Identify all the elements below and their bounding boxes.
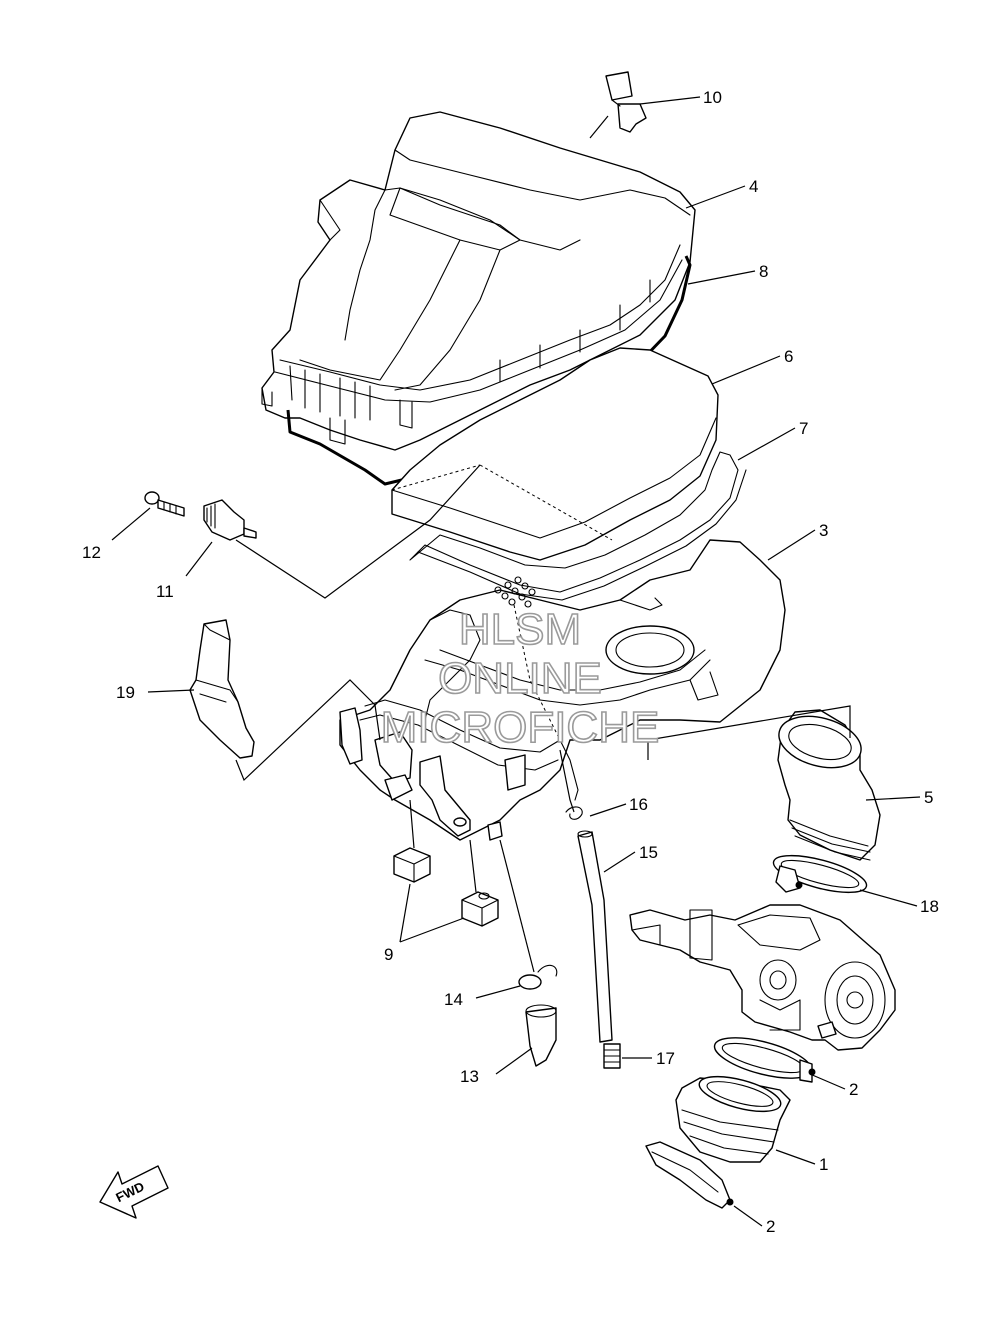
callout-16: 16 — [629, 795, 648, 814]
part-13-drain-cap — [525, 1004, 557, 1067]
callout-1: 1 — [819, 1155, 828, 1174]
part-18-hose-clamp — [772, 854, 868, 894]
part-5-air-cleaner-joint — [777, 709, 881, 861]
callout-13: 13 — [460, 1067, 479, 1086]
part-17-plug — [603, 1043, 621, 1069]
callout-2-upper: 2 — [849, 1080, 858, 1099]
callout-2-lower: 2 — [766, 1217, 775, 1236]
callout-17: 17 — [656, 1049, 675, 1068]
callout-4: 4 — [749, 177, 758, 196]
callout-18: 18 — [920, 897, 939, 916]
watermark-line-1: HLSM — [459, 605, 581, 654]
part-9-damper-upper — [393, 847, 431, 883]
watermark: HLSM ONLINE MICROFICHE — [380, 604, 660, 753]
part-16-hose-clip — [565, 806, 583, 820]
part-15-hose — [577, 830, 613, 1043]
callout-3: 3 — [819, 521, 828, 540]
part-2-upper-clamp — [713, 1037, 816, 1083]
callout-12: 12 — [82, 543, 101, 562]
callout-11: 11 — [156, 582, 174, 601]
part-1-carburetor-joint — [675, 1075, 791, 1163]
part-9-damper-lower — [461, 891, 499, 927]
part-12-screw — [144, 491, 185, 517]
throttle-body — [629, 904, 896, 1051]
callout-6: 6 — [784, 347, 793, 366]
part-19-bracket — [189, 619, 255, 759]
part-4-air-filter-cover — [261, 111, 696, 451]
part-7-joint — [409, 451, 747, 601]
callout-leaders — [111, 96, 921, 1227]
callout-5: 5 — [924, 788, 933, 807]
watermark-line-3: MICROFICHE — [381, 703, 660, 752]
callout-8: 8 — [759, 262, 768, 281]
callout-15: 15 — [639, 843, 658, 862]
callout-labels: 10 4 8 6 7 3 5 18 2 1 2 16 15 17 12 11 1… — [82, 88, 939, 1236]
callout-9: 9 — [384, 945, 393, 964]
assembly-lines — [235, 464, 851, 973]
part-3-air-filter-case — [339, 539, 786, 841]
watermark-line-2: ONLINE — [438, 654, 602, 703]
callout-7: 7 — [799, 419, 808, 438]
callout-19: 19 — [116, 683, 135, 702]
part-2-lower-clamp — [645, 1141, 734, 1209]
part-10-sticker — [605, 71, 647, 133]
forward-arrow-icon: FWD — [99, 1165, 169, 1219]
callout-14: 14 — [444, 990, 463, 1009]
part-14-cap — [518, 964, 558, 990]
callout-10: 10 — [703, 88, 722, 107]
part-11-sensor — [203, 499, 257, 541]
part-6-filter-element — [391, 347, 719, 561]
